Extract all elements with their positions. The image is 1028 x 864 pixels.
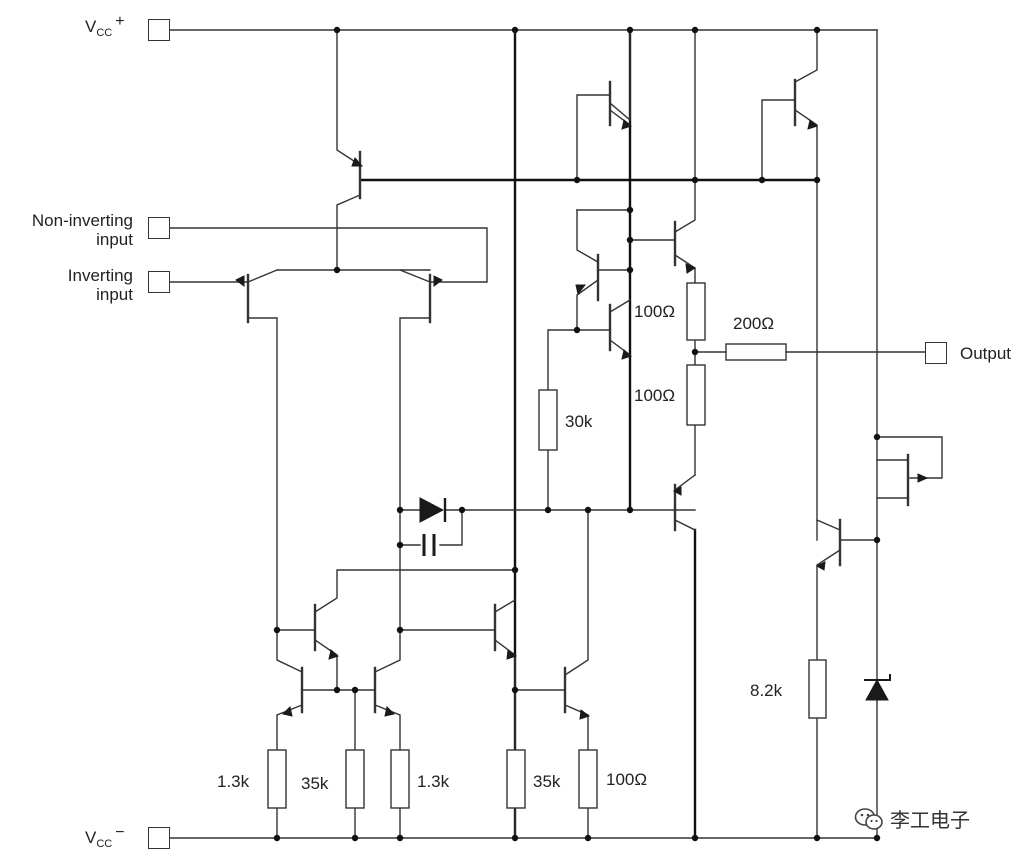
r-out-upper-label: 100Ω [634,302,676,321]
diode-symbol [419,497,445,523]
chat-bubble-icon [854,807,883,830]
resistor-100-lower [686,364,706,426]
vcc-minus-pin [148,827,170,849]
r-output-label: 200Ω [733,314,775,333]
resistor-30k [538,389,558,451]
resistor-100-bottom [578,749,598,809]
resistor-35k-left [345,749,365,809]
output-label: Output [960,344,1012,363]
r-100-bottom-label: 100Ω [606,770,648,789]
noninverting-input-pin [148,217,170,239]
r-1-3k-right-label: 1.3k [417,772,450,791]
resistor-1-3k-right [390,749,410,809]
capacitor-symbol [422,534,436,556]
watermark: 李工电子 [854,804,970,833]
vcc-plus-label: VCC+ [85,13,125,39]
r-35k-left-label: 35k [301,774,329,793]
r-35k-mid-label: 35k [533,772,561,791]
vcc-minus-label: VCC− [85,824,125,850]
resistor-1-3k-left [267,749,287,809]
r-1-3k-left-label: 1.3k [217,772,250,791]
resistor-100-upper [686,282,706,341]
watermark-text: 李工电子 [890,808,970,832]
inverting-input-pin [148,271,170,293]
resistor-200 [725,343,787,361]
r-8-2k-label: 8.2k [750,681,783,700]
zener-diode-symbol [865,678,889,701]
vcc-plus-pin [148,19,170,41]
resistor-8-2k [808,659,827,719]
output-pin [925,342,947,364]
r-out-lower-label: 100Ω [634,386,676,405]
resistor-35k-mid [506,749,526,809]
r-30k-label: 30k [565,412,593,431]
